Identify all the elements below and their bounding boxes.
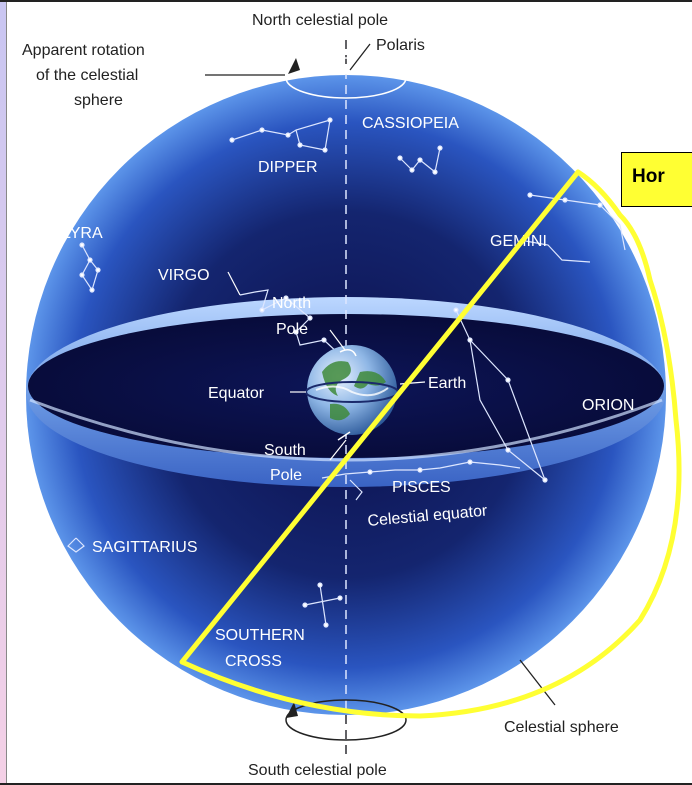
label-orion: ORION xyxy=(582,397,634,414)
label-celestial-sphere: Celestial sphere xyxy=(504,719,619,736)
rotation-ellipse-bottom xyxy=(285,699,407,741)
label-virgo: VIRGO xyxy=(158,267,210,284)
earth-continents xyxy=(322,361,386,421)
leader-celestial-sphere xyxy=(519,659,556,706)
label-apparent-rotation-2: of the celestial xyxy=(36,67,138,84)
label-equator: Equator xyxy=(208,385,265,402)
leader-virgo xyxy=(227,271,241,296)
label-pisces: PISCES xyxy=(392,479,451,496)
constellation-gemini-2 xyxy=(519,239,591,263)
rotation-arrow-top xyxy=(288,58,300,74)
label-north-celestial-pole: North celestial pole xyxy=(252,12,388,29)
label-lyra: LYRA xyxy=(62,225,103,242)
leader-south-pole xyxy=(329,439,347,461)
label-polaris: Polaris xyxy=(376,37,425,54)
constellation-orion xyxy=(455,309,546,481)
horizon-highlight-outline xyxy=(179,169,682,719)
label-sagittarius: SAGITTARIUS xyxy=(92,539,198,556)
horizon-callout-text: Hor xyxy=(632,166,665,187)
polaris-star xyxy=(343,69,349,75)
label-dipper: DIPPER xyxy=(258,159,318,176)
constellations xyxy=(67,117,626,628)
constellation-sagittarius xyxy=(67,537,85,553)
constellation-southern-cross-v xyxy=(319,584,327,626)
south-pole-rotation xyxy=(337,431,351,441)
label-southern-cross-1: SOUTHERN xyxy=(215,627,305,644)
label-apparent-rotation-1: Apparent rotation xyxy=(22,42,145,59)
label-earth: Earth xyxy=(428,375,466,392)
constellation-dipper xyxy=(231,119,331,151)
horizon-callout-box: Hor xyxy=(621,152,692,207)
earth-clouds xyxy=(315,385,389,397)
label-apparent-rotation-3: sphere xyxy=(74,92,123,109)
constellation-southern-cross-h xyxy=(304,597,341,606)
north-pole-rotation xyxy=(339,349,357,357)
label-south-pole-1: South xyxy=(264,442,306,459)
rotation-ellipse-top xyxy=(285,57,407,99)
label-south-pole-2: Pole xyxy=(270,467,302,484)
label-southern-cross-2: CROSS xyxy=(225,653,282,670)
label-south-celestial-pole: South celestial pole xyxy=(248,762,387,779)
left-window-strip xyxy=(0,2,7,783)
label-cassiopeia: CASSIOPEIA xyxy=(362,115,459,132)
label-north-pole-2: Pole xyxy=(276,321,308,338)
leader-north-pole xyxy=(329,329,346,351)
constellation-pisces-2 xyxy=(349,479,363,501)
label-gemini: GEMINI xyxy=(490,233,547,250)
rotation-arrow-bottom xyxy=(286,702,298,718)
label-north-pole-1: North xyxy=(272,295,311,312)
leader-polaris xyxy=(349,43,371,71)
